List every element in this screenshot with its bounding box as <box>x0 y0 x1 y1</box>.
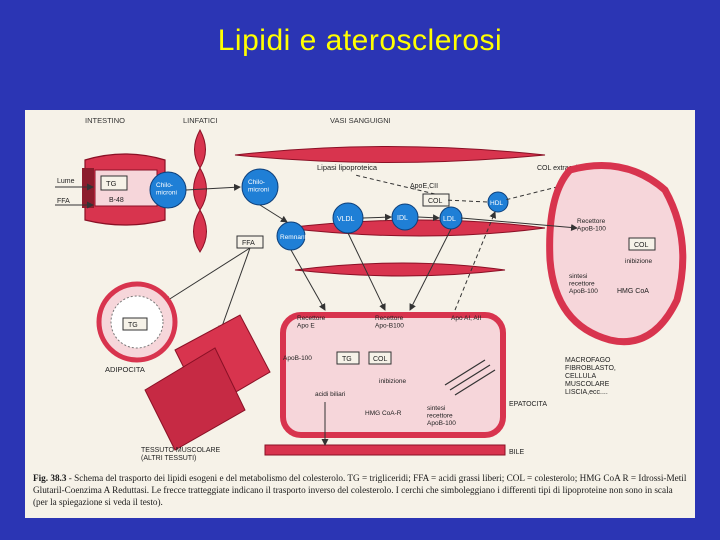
lymphatic-vessel <box>193 128 207 253</box>
chylomicron-intestinal-label: Chilo-microni <box>156 182 177 196</box>
hepatocyte-chol-label: COL <box>373 356 388 363</box>
text-line: MUSCOLARE <box>565 381 610 388</box>
text-line: ApoB-100 <box>427 420 456 427</box>
chol-extracellular-label: COL extracellulare <box>537 165 595 172</box>
caption-text: - Schema del trasporto dei lipidi esogen… <box>33 473 687 507</box>
header-lymphatics: LINFATICI <box>183 116 217 125</box>
figure-caption: Fig. 38.3 - Schema del trasporto dei lip… <box>33 472 689 508</box>
adipocyte-tg-label: TG <box>128 322 138 329</box>
lipid-transport-figure: INTESTINO LINFATICI VASI SANGUIGNI Lume … <box>25 110 695 518</box>
bile-duct <box>264 444 506 456</box>
text-line: microni <box>156 189 177 196</box>
text-line: Apo E <box>297 322 315 329</box>
hepatocyte-bile-acids-label: acidi biliari <box>315 391 345 398</box>
hepatocyte-hmgcoa-label: HMG CoA-R <box>365 410 402 417</box>
hepatocyte-fibers <box>444 359 496 396</box>
hepatocyte-apob100-label: ApoB-100 <box>283 355 312 362</box>
slide-title: Lipidi e aterosclerosi <box>217 24 503 57</box>
muscle-label: TESSUTO MUSCOLARE(ALTRI TESSUTI) <box>141 447 221 462</box>
chol-top-label: COL <box>428 198 443 205</box>
hepatocyte-inhibition-label: inibizione <box>379 378 406 385</box>
text-line: recettore <box>569 280 595 287</box>
ldl-label: LDL <box>443 216 456 223</box>
text-line: microni <box>248 186 269 193</box>
header-intestine: INTESTINO <box>85 116 125 125</box>
macrophage-cell <box>546 162 687 346</box>
adipocyte-label: ADIPOCITA <box>105 365 145 374</box>
macrophage-hmgcoa-label: HMG CoA <box>617 288 649 295</box>
hepatocyte-cell <box>280 312 506 438</box>
header-vessels: VASI SANGUIGNI <box>330 116 391 125</box>
muscle-tissue <box>144 314 271 451</box>
blood-vessel-lower <box>294 262 506 277</box>
text-line: (ALTRI TESSUTI) <box>141 455 196 462</box>
intestine-tg-label: TG <box>106 179 117 188</box>
macrophage-chol-label: COL <box>634 242 649 249</box>
remnants-label: Remnant <box>280 234 307 241</box>
intestine-apob48-label: B-48 <box>109 197 124 204</box>
ffa-vessel-label: FFA <box>242 240 255 247</box>
hdl-label: HDL <box>490 200 503 207</box>
text-line: recettore <box>427 412 453 419</box>
text-line: FIBROBLASTO, <box>565 365 616 372</box>
apo-ecii-label: ApoE,CII <box>410 183 438 190</box>
reverse-transport-path <box>354 174 586 203</box>
lipoprotein-lipase-label: Lipasi lipoproteica <box>317 163 378 172</box>
hepatocyte-tg-label: TG <box>342 356 352 363</box>
macrophage-inhibition-label: inibizione <box>625 258 652 265</box>
text-line: Apo-B100 <box>375 322 404 329</box>
idl-label: IDL <box>397 215 408 222</box>
hepatocyte-label: EPATOCITA <box>509 401 547 408</box>
hdl-particle <box>487 191 509 213</box>
bile-label: BILE <box>509 449 525 456</box>
text-line: ApoB-100 <box>577 225 606 232</box>
hepatocyte-apo-ai-label: Apo AI, AII <box>451 315 482 322</box>
intestine-ffa-label: FFA <box>57 198 70 205</box>
chylomicron-vascular-label: Chilo-microni <box>248 179 269 193</box>
text-line: CELLULA <box>565 373 596 380</box>
blood-vessel-top <box>234 146 546 163</box>
intestine-lumen-label: Lume <box>57 178 75 185</box>
text-line: ApoB-100 <box>569 288 598 295</box>
text-line: LISCIA,ecc.... <box>565 389 608 396</box>
vldl-label: VLDL <box>337 216 355 223</box>
caption-figure-number: Fig. 38.3 <box>33 473 67 483</box>
